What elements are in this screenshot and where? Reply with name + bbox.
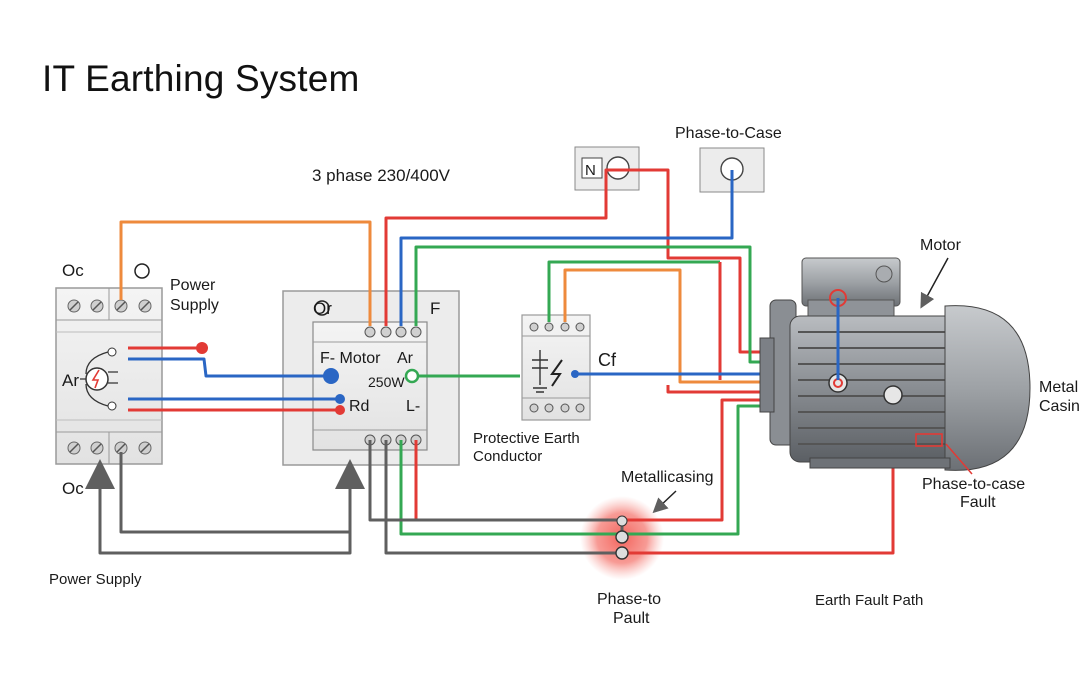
metal-casing-label-1: Metal [1039,379,1078,396]
fault-symbol-icon [85,367,109,391]
power-supply-label-right-2: Supply [170,297,219,314]
phase-to-case-top-label: Phase-to-Case [675,125,782,142]
metal-casing-label-2: Casin [1039,398,1080,415]
pe-conductor-label-2: Conductor [473,448,542,465]
terminal-dot [196,342,208,354]
terminal-screw [138,299,152,313]
terminal-screw [67,299,81,313]
terminal-screw [114,441,128,455]
filter-module [521,314,591,421]
wire-green [399,404,790,536]
supply-voltage-label: 3 phase 230/400V [312,166,451,185]
terminal-dot [404,368,420,384]
controller-ar-label: Ar [397,350,414,367]
terminal-screw [138,441,152,455]
pe-conductor-label-1: Protective Earth [473,430,580,447]
terminal-screw [114,299,128,313]
wire-blue [128,357,330,378]
wire-orange [119,220,372,326]
breaker-symbol-label: Ar [62,371,79,390]
controller-l-label: L- [406,398,420,415]
phase-to-case-fault-label-1: Phase-to-case [922,476,1025,493]
terminal-screw [90,299,104,313]
terminal-screw [90,441,104,455]
breaker-top-left-label: Oc [62,261,84,280]
capacitor-icon [532,350,548,393]
wire-grey [85,459,352,555]
switch-box-symbol: N [585,162,596,179]
controller-motor-label: F- Motor [320,350,381,367]
filter-label: Cf [598,350,617,370]
motor-label: Motor [920,237,962,254]
controller-rd-label: Rd [349,398,369,415]
page-title: IT Earthing System [42,58,360,99]
controller-top-right-label: F [430,299,440,318]
terminal-screw [67,441,81,455]
controller-top-left-label: Or [313,299,332,318]
wires [85,168,895,555]
wire-orange [563,268,790,384]
wire-red [414,398,790,522]
wire-green [547,260,720,322]
arrow-icon [945,443,973,475]
breaker-module: Ar [55,287,163,465]
indicator-circle [314,300,330,316]
terminal-screw [410,326,422,338]
motor-icon [759,257,1031,471]
arrow-icon [920,257,949,309]
wire-red [666,385,790,394]
wire-green [414,245,790,364]
terminal-dot [335,405,345,415]
indicator-circle [134,263,150,279]
wire-grey [119,452,365,534]
controller-power-label: 250W [368,374,405,390]
lightning-icon [550,359,563,387]
wire-grey [384,440,622,555]
terminal-screw [380,326,392,338]
breaker-bottom-left-label: Oc [62,479,84,498]
power-supply-label-right-1: Power [170,277,216,294]
power-supply-bottom-label: Power Supply [49,571,142,588]
phase-to-pault-label-2: Pault [613,610,650,627]
terminal-screw [364,326,376,338]
wire-blue [399,170,734,326]
arrow-icon [652,490,677,514]
fault-terminals [615,515,629,560]
wire-grey [368,440,624,538]
metallicasing-label: Metallicasing [621,469,713,486]
phase-to-case-fault-label-2: Fault [960,494,996,511]
terminal-dot [571,370,579,378]
terminal-dot [335,394,345,404]
terminal-dot [323,368,339,384]
phase-to-pault-label-1: Phase-to [597,591,661,608]
terminal-screw [395,326,407,338]
wire-red [384,168,790,354]
earth-fault-path-label: Earth Fault Path [815,592,923,609]
